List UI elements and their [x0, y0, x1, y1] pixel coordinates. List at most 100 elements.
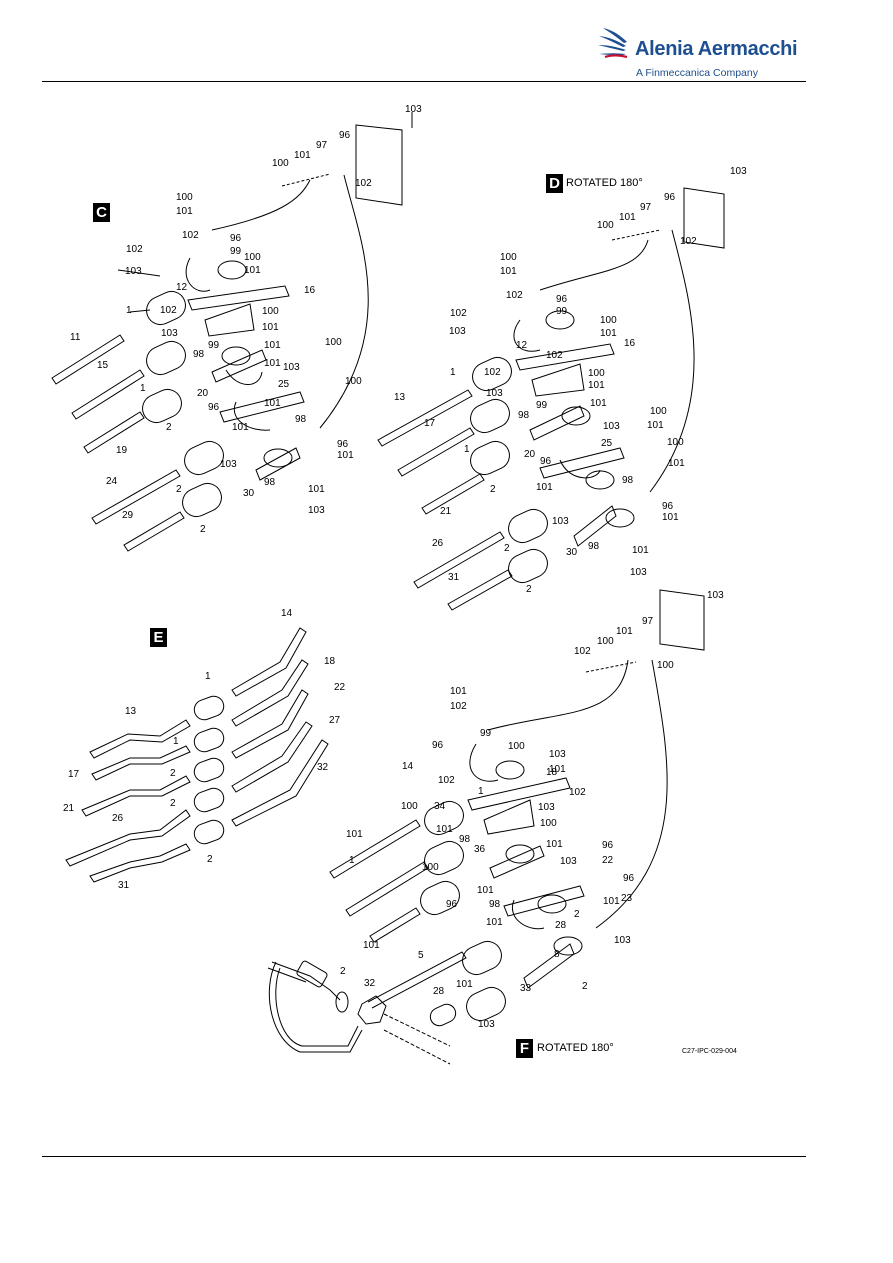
callout-c-101: 101 — [264, 358, 281, 369]
callout-e-13: 13 — [125, 706, 137, 717]
callout-c-96: 96 — [208, 402, 220, 413]
callout-f-1: 1 — [349, 855, 355, 866]
callout-f-98: 98 — [489, 899, 501, 910]
callout-f-8: 8 — [554, 949, 560, 960]
callout-c-20: 20 — [197, 388, 209, 399]
callout-d-2: 2 — [504, 543, 510, 554]
callout-f-101: 101 — [363, 940, 380, 951]
callout-c-103: 103 — [220, 459, 237, 470]
callout-f-101: 101 — [450, 686, 467, 697]
callout-c-101: 101 — [308, 484, 325, 495]
callout-d-102: 102 — [680, 236, 697, 247]
page-header: Alenia Aermacchi A Finmeccanica Company — [0, 0, 893, 90]
callout-c-15: 15 — [97, 360, 109, 371]
callout-c-2: 2 — [176, 484, 182, 495]
callout-d-97: 97 — [640, 202, 652, 213]
callout-f-101: 101 — [436, 824, 453, 835]
callout-c-30: 30 — [243, 488, 255, 499]
view-d-artwork — [377, 187, 725, 611]
callout-c-100: 100 — [345, 376, 362, 387]
callout-d-31: 31 — [448, 572, 460, 583]
callout-c-102: 102 — [355, 178, 372, 189]
callout-f-102: 102 — [569, 787, 586, 798]
callout-f-101: 101 — [477, 885, 494, 896]
callout-d-101: 101 — [590, 398, 607, 409]
figure-reference: C27-IPC-029-004 — [682, 1048, 737, 1055]
callout-d-100: 100 — [650, 406, 667, 417]
callout-f-102: 102 — [438, 775, 455, 786]
callout-c-99: 99 — [208, 340, 220, 351]
footer-divider — [42, 1156, 806, 1157]
callout-f-103: 103 — [549, 749, 566, 760]
callout-f-99: 99 — [480, 728, 492, 739]
callout-e-14: 14 — [281, 608, 293, 619]
callout-d-12: 12 — [516, 340, 528, 351]
callout-d-96: 96 — [556, 294, 568, 305]
callout-f-22: 22 — [602, 855, 614, 866]
callout-d-101: 101 — [647, 420, 664, 431]
callout-d-101: 101 — [588, 380, 605, 391]
view-tag-f: F — [516, 1039, 533, 1058]
view-d-note: ROTATED 180° — [566, 177, 643, 189]
callout-e-1: 1 — [173, 736, 179, 747]
callout-f-97: 97 — [642, 616, 654, 627]
callout-d-101: 101 — [619, 212, 636, 223]
callout-f-100: 100 — [422, 862, 439, 873]
callout-e-27: 27 — [329, 715, 341, 726]
callout-d-21: 21 — [440, 506, 452, 517]
callout-c-98: 98 — [264, 477, 276, 488]
callout-c-16: 16 — [304, 285, 316, 296]
callout-c-11: 11 — [70, 332, 81, 343]
callout-f-101: 101 — [546, 839, 563, 850]
callout-f-101: 101 — [486, 917, 503, 928]
callout-f-2: 2 — [574, 909, 580, 920]
callout-c-29: 29 — [122, 510, 134, 521]
callout-f-32: 32 — [364, 978, 376, 989]
callout-d-101: 101 — [536, 482, 553, 493]
callout-d-96: 96 — [540, 456, 552, 467]
callout-d-98: 98 — [588, 541, 600, 552]
callout-d-13: 13 — [394, 392, 406, 403]
callout-e-18: 18 — [324, 656, 336, 667]
callout-e-26: 26 — [112, 813, 124, 824]
brand-logo: Alenia Aermacchi A Finmeccanica Company — [597, 22, 798, 82]
callout-c-2: 2 — [200, 524, 206, 535]
callout-e-2: 2 — [207, 854, 213, 865]
callout-f-101: 101 — [616, 626, 633, 637]
callout-c-101: 101 — [262, 322, 279, 333]
callout-d-103: 103 — [449, 326, 466, 337]
callout-e-2: 2 — [170, 798, 176, 809]
view-f-note: ROTATED 180° — [537, 1042, 614, 1054]
callout-f-100: 100 — [508, 741, 525, 752]
callout-c-12: 12 — [176, 282, 188, 293]
callout-c-99: 99 — [230, 246, 242, 257]
callout-f-18: 18 — [546, 767, 558, 778]
view-tag-d: D — [546, 174, 563, 193]
callout-f-28: 28 — [433, 986, 445, 997]
callout-d-103: 103 — [552, 516, 569, 527]
callout-d-17: 17 — [424, 418, 436, 429]
callout-c-2: 2 — [166, 422, 172, 433]
callout-f-36: 36 — [474, 844, 486, 855]
view-tag-e: E — [150, 628, 167, 647]
callout-f-96: 96 — [623, 873, 635, 884]
callout-d-103: 103 — [603, 421, 620, 432]
callout-e-1: 1 — [205, 671, 211, 682]
callout-f-1: 1 — [478, 786, 484, 797]
callout-f-2: 2 — [582, 981, 588, 992]
callout-f-100: 100 — [657, 660, 674, 671]
callout-d-26: 26 — [432, 538, 444, 549]
callout-d-96: 96 — [662, 501, 674, 512]
callout-f-101: 101 — [346, 829, 363, 840]
callout-c-100: 100 — [176, 192, 193, 203]
callout-f-28: 28 — [555, 920, 567, 931]
callout-c-102: 102 — [160, 305, 177, 316]
callout-d-98: 98 — [622, 475, 634, 486]
callout-f-96: 96 — [446, 899, 458, 910]
callout-f-14: 14 — [402, 761, 414, 772]
callout-d-1: 1 — [464, 444, 470, 455]
callout-c-101: 101 — [176, 206, 193, 217]
brand-name: Alenia Aermacchi — [635, 38, 798, 60]
callout-d-100: 100 — [600, 315, 617, 326]
